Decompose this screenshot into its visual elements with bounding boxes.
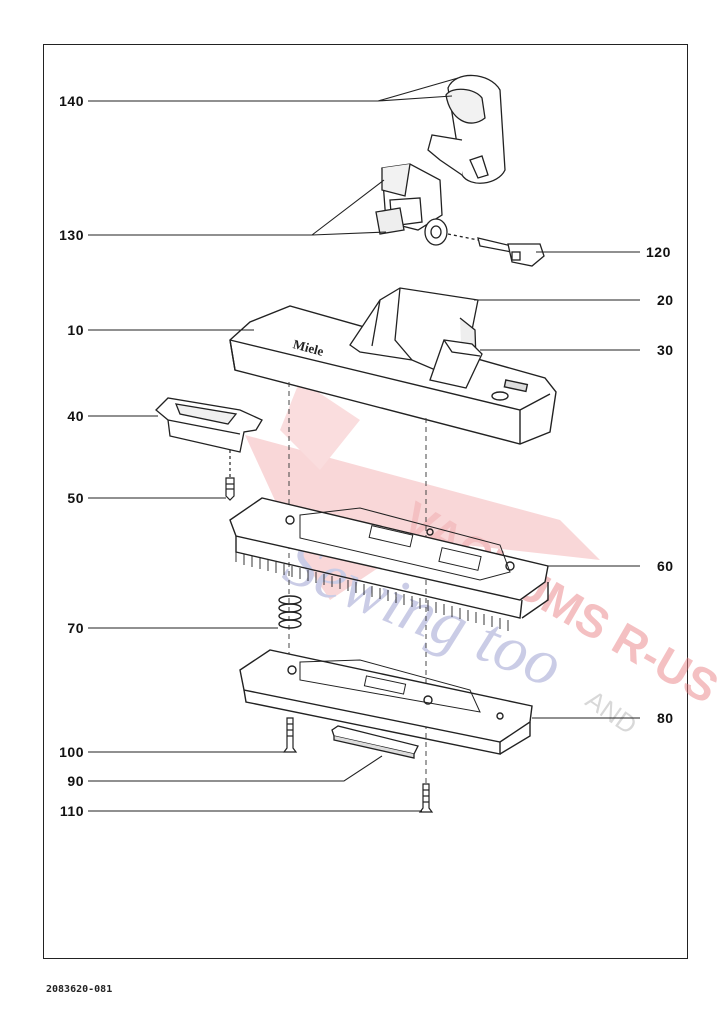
watermark-red-arrow <box>245 435 600 600</box>
callout-10: 10 <box>67 322 84 338</box>
callout-100: 100 <box>59 744 84 760</box>
part-120-pin <box>447 233 545 267</box>
part-110-screw <box>418 783 434 813</box>
part-50-screw <box>225 450 235 501</box>
watermark-text-line2: AND <box>580 684 642 740</box>
callout-90: 90 <box>67 773 84 789</box>
document-number: 2083620-081 <box>46 984 113 995</box>
callout-120: 120 <box>646 244 671 260</box>
callout-130: 130 <box>59 227 84 243</box>
callout-30: 30 <box>657 342 674 358</box>
part-30-pedal <box>429 339 483 389</box>
part-70-spring <box>278 595 302 629</box>
part-10-housing: Miele <box>229 305 557 445</box>
callout-20: 20 <box>657 292 674 308</box>
part-40-bracket <box>155 397 263 453</box>
part-90-strip <box>331 725 419 759</box>
callout-70: 70 <box>67 620 84 636</box>
part-140-neck <box>427 74 506 184</box>
leader-140 <box>88 77 459 102</box>
watermark-red-arrow-tip <box>280 380 360 470</box>
part-130-joint <box>375 163 448 246</box>
part-60-brush-plate <box>229 497 549 631</box>
callout-80: 80 <box>657 710 674 726</box>
callout-60: 60 <box>657 558 674 574</box>
part-100-screw <box>282 717 298 753</box>
part-80-base-plate <box>239 649 533 755</box>
leader-90 <box>88 755 383 782</box>
callout-50: 50 <box>67 490 84 506</box>
leader-lines <box>88 77 640 812</box>
drawing-frame <box>43 44 688 959</box>
callout-140: 140 <box>59 93 84 109</box>
callout-40: 40 <box>67 408 84 424</box>
callout-110: 110 <box>59 803 84 819</box>
leader-130 <box>88 179 387 236</box>
